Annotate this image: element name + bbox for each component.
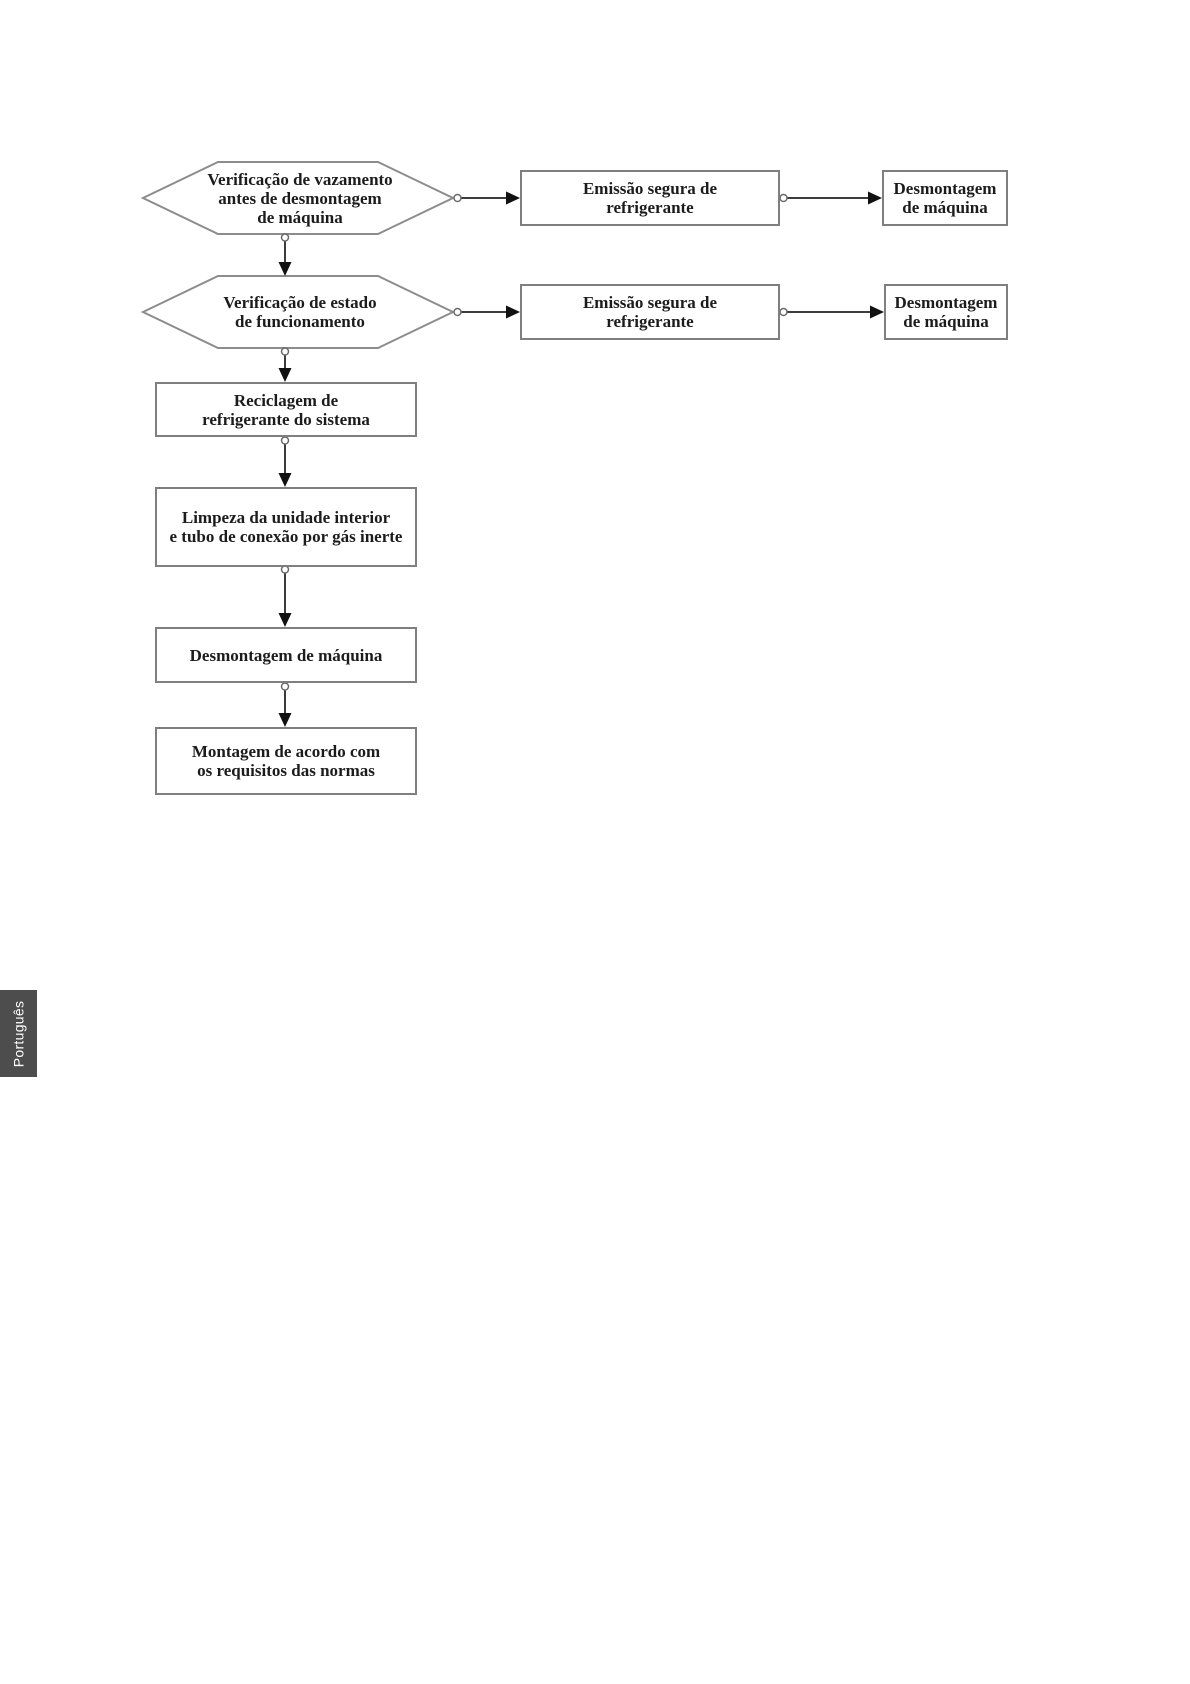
process-node-safe-emission-1: Emissão segura de refrigerante xyxy=(520,170,780,226)
flowchart-connectors-layer xyxy=(140,161,884,727)
decision-node-state-check: Verificação de estado de funcionamento xyxy=(223,293,377,331)
decision-hexagon-state-check-shape xyxy=(140,275,456,349)
process-node-safe-emission-2: Emissão segura de refrigerante xyxy=(520,284,780,340)
flow-lines xyxy=(284,197,872,715)
process-node-cleaning: Limpeza da unidade interior e tubo de co… xyxy=(155,487,417,567)
disassembly-flowchart: Verificação de vazamento antes de desmon… xyxy=(140,161,1008,795)
process-node-assembly: Montagem de acordo com os requisitos das… xyxy=(155,727,417,795)
flow-arrowheads xyxy=(278,191,884,727)
process-node-machine-disassembly-2: Desmontagem de máquina xyxy=(884,284,1008,340)
language-tab-portugues: Português xyxy=(0,990,37,1077)
process-node-recycling: Reciclagem de refrigerante do sistema xyxy=(155,382,417,437)
flow-connection-dots xyxy=(280,193,788,691)
language-tab-label: Português xyxy=(10,1000,27,1067)
process-node-machine-disassembly-1: Desmontagem de máquina xyxy=(882,170,1008,226)
decision-node-leak-check: Verificação de vazamento antes de desmon… xyxy=(207,169,393,227)
process-node-machine-disassembly-3: Desmontagem de máquina xyxy=(155,627,417,683)
decision-hexagon-leak-check-shape xyxy=(140,161,456,235)
